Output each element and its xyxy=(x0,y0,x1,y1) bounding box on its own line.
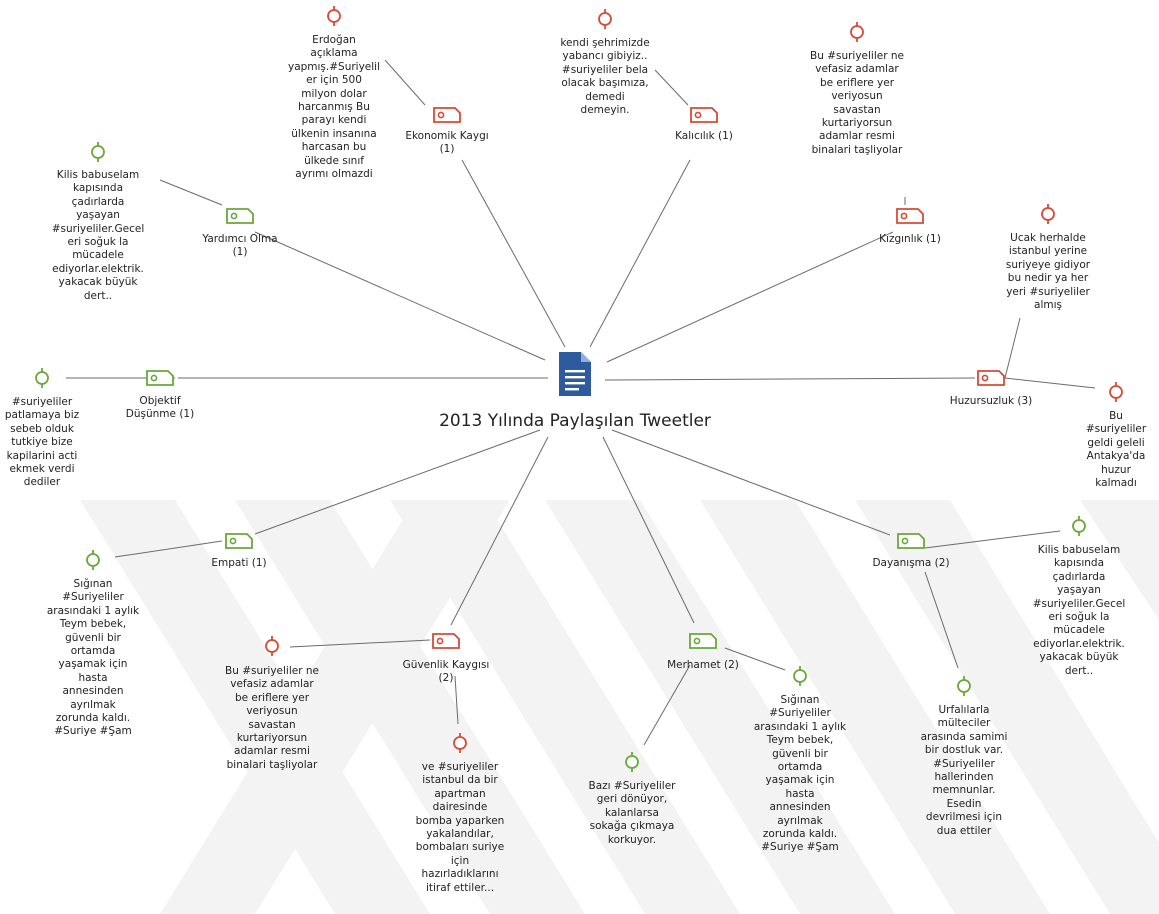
code-label-guvenlik: Güvenlik Kaygısı (2) xyxy=(402,659,490,685)
quote-pin-icon-q_kilis2[interactable] xyxy=(1072,516,1086,536)
code-tag-icon-kalicilik[interactable] xyxy=(690,107,718,123)
quote-pin-icon-q_bomba[interactable] xyxy=(453,733,467,753)
edge-empati-q_siginan1 xyxy=(114,540,223,558)
code-tag-icon-huzursuzluk[interactable] xyxy=(977,370,1005,386)
code-tag-icon-dayanisma[interactable] xyxy=(897,533,925,549)
edge-guvenlik-q_bomba xyxy=(454,675,459,725)
code-label-merhamet: Merhamet (2) xyxy=(667,659,739,671)
code-tag-icon-empati[interactable] xyxy=(225,533,253,549)
quote-text-kendi: kendi şehrimizde yabancı gibiyiz.. #suri… xyxy=(560,37,650,117)
quote-text-patlama: #suriyeliler patlamaya biz sebeb olduk t… xyxy=(4,396,80,489)
quote-text-kilis-1: Kilis babuselam kapısında çadırlarda yaş… xyxy=(51,169,145,302)
edge-center-kalicilik xyxy=(589,159,691,348)
document-icon xyxy=(559,352,591,396)
quote-pin-icon-q_siginan1[interactable] xyxy=(86,550,100,570)
edge-merhamet-q_bazi xyxy=(643,664,691,746)
edge-guvenlik-q_vefasiz2 xyxy=(289,639,431,648)
quote-pin-icon-q_antakya[interactable] xyxy=(1109,382,1123,402)
edge-center-guvenlik xyxy=(450,436,549,626)
code-tag-icon-ekonomik[interactable] xyxy=(433,107,461,123)
edge-center-empati xyxy=(254,429,541,535)
quote-pin-icon-q_urfa[interactable] xyxy=(957,676,971,696)
quote-pin-icon-q_bazi[interactable] xyxy=(625,752,639,772)
edge-center-kizginlik xyxy=(606,231,894,363)
edge-center-merhamet xyxy=(602,436,695,624)
quote-text-vefasiz-1: Bu #suriyeliler ne vefasiz adamlar be er… xyxy=(809,50,905,156)
code-label-kalicilik: Kalıcılık (1) xyxy=(675,130,733,142)
edge-center-ekonomik xyxy=(461,159,566,348)
edge-yardimci-q_kilis1 xyxy=(159,179,223,206)
code-tag-icon-objektif[interactable] xyxy=(146,370,174,386)
code-label-empati: Empati (1) xyxy=(211,557,267,569)
quote-text-siginan-2: Sığınan #Suriyeliler arasındaki 1 aylık … xyxy=(753,694,847,854)
quote-pin-icon-q_kendi[interactable] xyxy=(598,9,612,29)
edge-dayanisma-q_urfa xyxy=(924,571,959,669)
code-tag-icon-kizginlik[interactable] xyxy=(896,208,924,224)
quote-text-vefasiz-2: Bu #suriyeliler ne vefasiz adamlar be er… xyxy=(224,665,320,771)
quote-pin-icon-q_vefasiz2[interactable] xyxy=(265,636,279,656)
quote-text-antakya: Bu #suriyeliler geldi geleli Antakya'da … xyxy=(1085,410,1147,490)
quote-pin-icon-q_patlama[interactable] xyxy=(35,368,49,388)
quote-text-bomba: ve #suriyeliler istanbul da bir apartman… xyxy=(415,761,505,894)
edge-dayanisma-q_kilis2 xyxy=(924,530,1061,549)
edge-huzursuzluk-q_ucak xyxy=(1004,317,1021,379)
quote-pin-icon-q_kilis1[interactable] xyxy=(91,142,105,162)
edge-center-huzursuzluk xyxy=(604,377,976,381)
code-label-objektif: Objektif Düşünme (1) xyxy=(125,395,195,421)
quote-text-ucak: Ucak herhalde istanbul yerine suriyeye g… xyxy=(1005,232,1091,312)
code-label-ekonomik: Ekonomik Kaygı (1) xyxy=(405,130,489,156)
edge-center-yardimci xyxy=(254,231,546,361)
edge-merhamet-q_siginan2 xyxy=(724,647,786,671)
quote-pin-icon-q_ucak[interactable] xyxy=(1041,204,1055,224)
quote-text-urfa: Urfalılarla mülteciler arasında samimi b… xyxy=(920,704,1008,837)
quote-pin-icon-q_siginan2[interactable] xyxy=(793,666,807,686)
quote-text-siginan-1: Sığınan #Suriyeliler arasındaki 1 aylık … xyxy=(46,578,140,738)
code-label-yardimci: Yardımcı Olma (1) xyxy=(202,233,278,259)
quote-text-bazi: Bazı #Suriyeliler geri dönüyor, kalanlar… xyxy=(588,780,676,846)
quote-pin-icon-q_erdogan[interactable] xyxy=(327,6,341,26)
edge-center-dayanisma xyxy=(611,429,891,536)
quote-pin-icon-q_vefasiz1[interactable] xyxy=(850,22,864,42)
diagram-title: 2013 Yılında Paylaşılan Tweetler xyxy=(439,411,711,431)
quote-text-erdogan: Erdoğan açıklama yapmış.#Suriyelil er iç… xyxy=(287,34,381,181)
edge-huzursuzluk-q_antakya xyxy=(1004,377,1096,389)
edge-kalicilik-q_kendi xyxy=(654,69,689,106)
code-label-kizginlik: Kızgınlık (1) xyxy=(879,233,941,245)
code-label-huzursuzluk: Huzursuzluk (3) xyxy=(949,395,1033,407)
edge-ekonomik-q_erdogan xyxy=(384,59,426,106)
code-tag-icon-guvenlik[interactable] xyxy=(432,633,460,649)
code-label-dayanisma: Dayanışma (2) xyxy=(872,557,950,569)
code-tag-icon-merhamet[interactable] xyxy=(689,633,717,649)
code-tag-icon-yardimci[interactable] xyxy=(226,208,254,224)
quote-text-kilis-2: Kilis babuselam kapısında çadırlarda yaş… xyxy=(1032,544,1126,677)
